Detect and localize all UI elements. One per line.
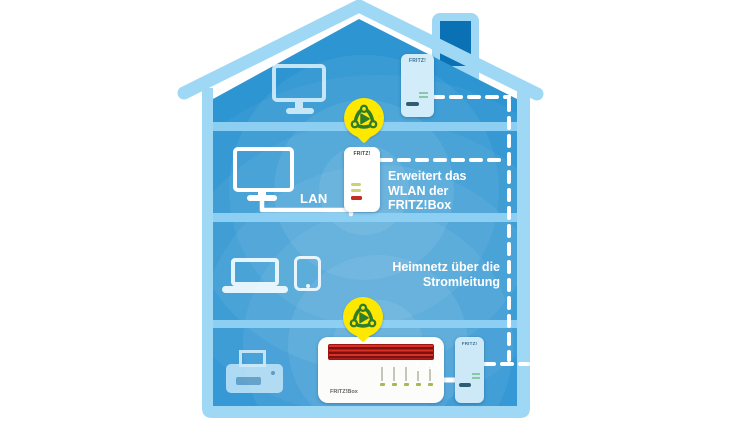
annotation-extends-wlan: Erweitert das WLAN der FRITZ!Box (388, 169, 508, 213)
second-floor (213, 213, 517, 222)
annotation-line: Erweitert das (388, 169, 467, 183)
fritzbox-router: FRITZ!Box (318, 337, 444, 403)
annotation-line: Stromleitung (422, 274, 500, 289)
printer-icon-slot (236, 377, 261, 385)
status-led (351, 183, 361, 186)
monitor-icon-stand (295, 102, 303, 108)
monitor-icon-base (247, 195, 277, 201)
status-led (378, 367, 386, 386)
monitor-icon-stand (258, 192, 266, 196)
status-led (419, 96, 428, 98)
status-led (414, 367, 422, 386)
annotation-line: Heimnetz über die (392, 260, 500, 274)
status-led (419, 92, 428, 94)
laptop-icon (231, 258, 279, 286)
status-led (472, 377, 480, 379)
wlan-repeater-device: FRITZ! (344, 147, 380, 212)
status-led (472, 373, 480, 375)
status-led (426, 367, 434, 386)
monitor-icon-base (286, 108, 314, 114)
powerline-dashed-path (379, 95, 530, 366)
lan-label-lower: LAN (416, 359, 444, 374)
roof (177, 0, 544, 101)
lan-cable-upper (259, 197, 354, 217)
monitor-icon (272, 64, 326, 102)
smartphone-icon-button (306, 284, 310, 288)
lan-port (459, 383, 471, 387)
router-vent-grill (328, 344, 434, 360)
laptop-icon-base (222, 286, 288, 293)
status-led (390, 367, 398, 386)
router-led-row (378, 367, 434, 386)
device-brand-label: FRITZ! (461, 341, 478, 346)
mesh-icon (350, 104, 378, 129)
annotation-line: FRITZ!Box (388, 198, 452, 212)
powerline-adapter-basement: FRITZ! (455, 337, 484, 403)
printer-icon-led (271, 371, 275, 375)
device-brand-label: FRITZ!Box (330, 389, 358, 395)
lan-port (406, 102, 419, 106)
status-led (351, 189, 361, 192)
status-led (402, 367, 410, 386)
mesh-icon (349, 303, 377, 328)
device-brand-label: FRITZ! (353, 151, 371, 157)
mesh-badge-upper (344, 98, 384, 144)
status-led-red (351, 196, 362, 200)
lan-label-upper: LAN (300, 191, 328, 206)
annotation-line: WLAN der (388, 183, 449, 198)
device-brand-label: FRITZ! (408, 58, 427, 64)
printer-icon (226, 364, 283, 393)
annotation-homenet: Heimnetz über die Stromleitung (330, 260, 500, 289)
powerline-adapter-attic: FRITZ! (401, 54, 434, 117)
monitor-icon (233, 147, 294, 192)
mesh-badge-lower (343, 297, 383, 343)
smartphone-icon (294, 256, 321, 291)
